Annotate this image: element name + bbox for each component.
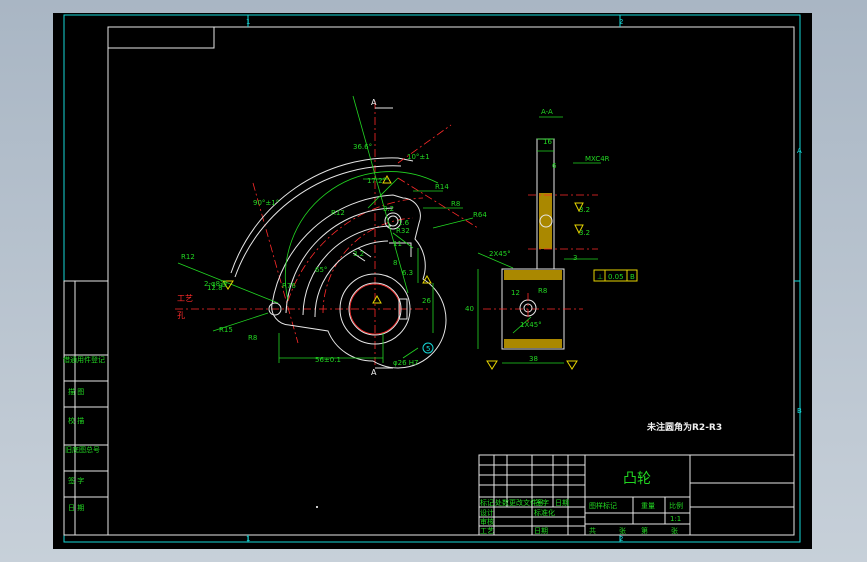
zone-bottom-2: 2 bbox=[619, 535, 623, 543]
date-label: 日期 bbox=[534, 527, 548, 535]
drawing-sheet[interactable]: 1 2 1 2 A B 借通用件登记 描 图 校 描 旧底图总号 签 字 bbox=[53, 13, 812, 549]
row-label-review: 审核 bbox=[480, 517, 494, 526]
zone-top-2: 2 bbox=[619, 18, 623, 26]
title-block: 凸轮 标记 处数 更改文件号 签字 日期 设计 审核 工艺 标准化 日期 图样标… bbox=[478, 454, 795, 536]
dim-d26: 26 bbox=[422, 297, 431, 305]
dim-d40: 40 bbox=[465, 305, 474, 313]
scale-value: 1:1 bbox=[670, 515, 681, 523]
row-label-design: 设计 bbox=[480, 508, 494, 517]
dim-chamfer-bot: 1X45° bbox=[520, 321, 542, 329]
zone-top-1: 1 bbox=[246, 18, 250, 26]
dim-d16: 16 bbox=[543, 138, 552, 146]
stamp-row-4: 旧底图总号 bbox=[65, 445, 100, 454]
weight-label: 重量 bbox=[641, 502, 655, 510]
frame-corner-box bbox=[108, 27, 215, 49]
stamp-row-2: 描 图 bbox=[68, 387, 84, 396]
dim-d3: 3 bbox=[573, 254, 577, 262]
dim-r64: R64 bbox=[473, 211, 487, 219]
outer-frame bbox=[63, 14, 801, 543]
dim-d12: 12 bbox=[511, 289, 520, 297]
zone-bottom-1: 1 bbox=[246, 535, 250, 543]
dim-d8: 8 bbox=[393, 259, 397, 267]
sheet-unit: 张 bbox=[619, 526, 626, 535]
dim-r8-low: R8 bbox=[248, 334, 257, 342]
sheet-unit-2: 张 bbox=[671, 526, 678, 535]
dim-r32: R32 bbox=[396, 227, 410, 235]
dim-r14: R14 bbox=[435, 183, 449, 191]
standard-label: 标准化 bbox=[534, 508, 555, 517]
craft-hole-label-2: 孔 bbox=[177, 311, 185, 320]
col-header-date: 日期 bbox=[555, 499, 569, 507]
dim-d11: 11 bbox=[393, 240, 402, 248]
dim-d56: 56±0.1 bbox=[315, 356, 341, 364]
dim-angle-12: 12.8 bbox=[207, 284, 223, 292]
stamp-row-3: 校 描 bbox=[68, 416, 84, 425]
sheet-total: 共 bbox=[589, 526, 596, 535]
drawing-canvas: 1 2 1 2 A B 借通用件登记 描 图 校 描 旧底图总号 签 字 bbox=[63, 14, 802, 543]
zone-right-b: B bbox=[797, 407, 802, 415]
dim-chamfer-top: 2X45° bbox=[489, 250, 511, 258]
dim-angle-17: 17.2° bbox=[367, 177, 386, 185]
stamp-row-1: 借通用件登记 bbox=[63, 355, 105, 364]
dim-d3-2-a: 3.2 bbox=[383, 205, 394, 213]
dim-m3: MXC4R bbox=[585, 155, 610, 163]
dim-phi26: φ26 H7 bbox=[393, 359, 418, 367]
dim-dia-2-4: 2-φ8通 bbox=[204, 279, 227, 288]
row-label-process: 工艺 bbox=[480, 527, 494, 535]
dim-d6: 6 bbox=[552, 162, 557, 170]
dim-angle-65: 65° bbox=[315, 266, 327, 274]
tol-ref: B bbox=[630, 273, 635, 281]
sheet-no: 第 bbox=[641, 526, 648, 535]
tol-value: 0.05 bbox=[608, 273, 624, 281]
tol-symbol: ⊥ bbox=[597, 273, 603, 281]
dim-r8-sec: R8 bbox=[538, 287, 547, 295]
general-note: 未注圆角为R2-R3 bbox=[646, 421, 722, 433]
col-header-sign: 签字 bbox=[535, 498, 549, 507]
balloon-5: 5 bbox=[426, 345, 430, 353]
left-stamp-block: 借通用件登记 描 图 校 描 旧底图总号 签 字 日 期 bbox=[63, 280, 109, 536]
section-view-aa: A-A bbox=[465, 108, 638, 370]
dim-d1-6: 1.6 bbox=[398, 219, 410, 227]
dim-d3-2-c: 3.2 bbox=[579, 206, 590, 214]
dim-angle-90: 90°±1° bbox=[253, 199, 279, 207]
col-header-doc: 更改文件号 bbox=[509, 498, 544, 507]
stamp-row-6: 日 期 bbox=[68, 504, 84, 512]
cam-main-view: A A 5 36.6° 10°±1 17.2° 90°±1° R14 R bbox=[175, 95, 487, 377]
dim-r76: R76 bbox=[282, 282, 296, 290]
col-header-count: 处数 bbox=[495, 498, 509, 507]
dim-r15: R15 bbox=[219, 326, 233, 334]
dim-r12-top: R12 bbox=[331, 209, 345, 217]
cut-mark-top: A bbox=[371, 98, 377, 107]
scale-label: 比例 bbox=[669, 501, 683, 510]
zone-right-a: A bbox=[797, 147, 802, 155]
cut-mark-bottom: A bbox=[371, 368, 377, 377]
dim-r12-left: R12 bbox=[181, 253, 195, 261]
part-name: 凸轮 bbox=[623, 471, 651, 487]
section-label: A-A bbox=[541, 108, 553, 116]
dim-d6-3: 6.3 bbox=[402, 269, 413, 277]
dim-angle-10: 10°±1 bbox=[407, 153, 430, 161]
dim-angle-36: 36.6° bbox=[353, 143, 372, 151]
dim-d3-2-d: 3.2 bbox=[579, 229, 590, 237]
craft-hole-label-1: 工艺 bbox=[177, 294, 193, 303]
col-header-mark: 标记 bbox=[480, 498, 494, 507]
dim-r8: R8 bbox=[451, 200, 460, 208]
stage-label: 图样标记 bbox=[589, 501, 617, 510]
dim-d38: 38 bbox=[529, 355, 538, 363]
stamp-row-5: 签 字 bbox=[68, 476, 84, 485]
dim-d3-2-b: 3.2 bbox=[353, 250, 364, 258]
